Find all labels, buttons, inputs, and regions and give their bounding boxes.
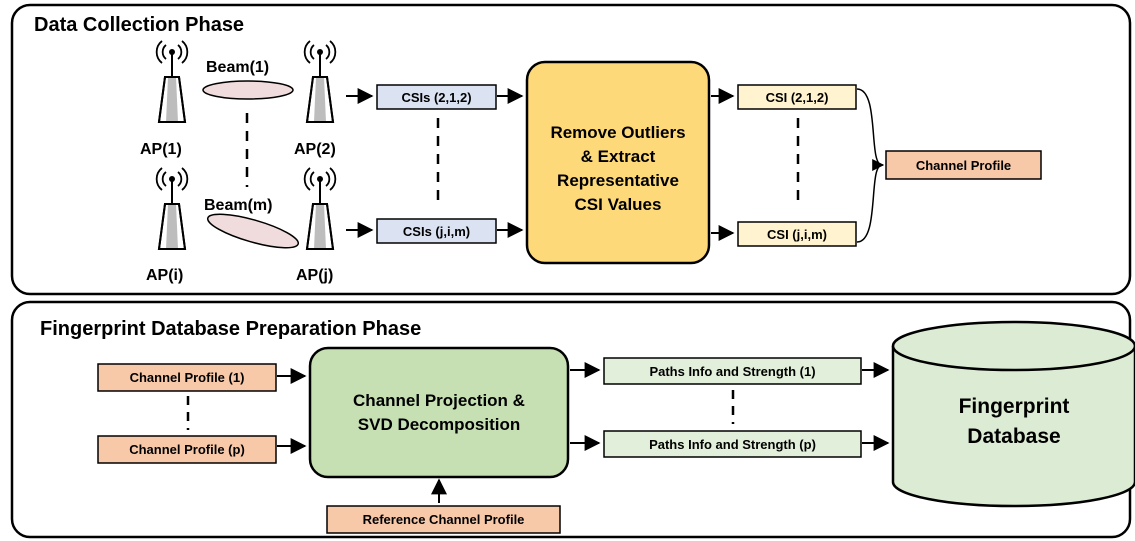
channel-profile-label: Channel Profile <box>916 158 1011 173</box>
paths-info-p-box: Paths Info and Strength (p) <box>603 430 862 458</box>
csi-box-2: CSI (j,i,m) <box>737 221 857 247</box>
process1-line-3: Representative <box>557 171 679 190</box>
csi-box-1: CSI (2,1,2) <box>737 84 857 110</box>
fingerprint-database-cylinder: Fingerprint Database <box>891 320 1135 508</box>
process2-line-2: SVD Decomposition <box>358 415 520 434</box>
process1-line-1: Remove Outliers <box>550 123 685 142</box>
paths-info-p-label: Paths Info and Strength (p) <box>649 437 816 452</box>
process2-line-1: Channel Projection & <box>353 391 525 410</box>
ap-2-label: AP(2) <box>294 141 336 158</box>
beam-1-label: Beam(1) <box>206 59 269 76</box>
paths-info-1-label: Paths Info and Strength (1) <box>649 364 815 379</box>
channel-profile-1-box: Channel Profile (1) <box>97 363 277 392</box>
reference-channel-profile-label: Reference Channel Profile <box>363 512 525 527</box>
data-collection-title: Data Collection Phase <box>34 14 244 36</box>
paths-info-1-box: Paths Info and Strength (1) <box>603 357 862 385</box>
channel-profile-p-label: Channel Profile (p) <box>129 442 245 457</box>
csis-box-2: CSIs (j,i,m) <box>376 218 497 244</box>
csis-box-1: CSIs (2,1,2) <box>376 84 497 110</box>
ap-1-label: AP(1) <box>140 141 182 158</box>
remove-outliers-box: Remove Outliers & Extract Representative… <box>525 60 711 265</box>
process1-line-2: & Extract <box>581 147 656 166</box>
database-line-1: Fingerprint <box>959 395 1070 418</box>
reference-channel-profile-box: Reference Channel Profile <box>326 505 561 534</box>
channel-profile-box: Channel Profile <box>885 150 1042 180</box>
beam-m-shape <box>206 213 300 249</box>
channel-profile-p-box: Channel Profile (p) <box>97 435 277 464</box>
csis-box-1-label: CSIs (2,1,2) <box>401 90 471 105</box>
database-line-2: Database <box>967 425 1060 448</box>
process1-line-4: CSI Values <box>575 195 662 214</box>
csi-box-1-label: CSI (2,1,2) <box>766 90 829 105</box>
ap-i-label: AP(i) <box>146 267 183 284</box>
csis-box-2-label: CSIs (j,i,m) <box>403 224 470 239</box>
beam-1-shape <box>202 80 294 100</box>
channel-projection-box: Channel Projection & SVD Decomposition <box>308 346 570 479</box>
beam-m-label: Beam(m) <box>204 197 272 214</box>
ap-j-label: AP(j) <box>296 267 333 284</box>
csi-box-2-label: CSI (j,i,m) <box>767 227 827 242</box>
fingerprint-db-title: Fingerprint Database Preparation Phase <box>40 318 421 340</box>
channel-profile-1-label: Channel Profile (1) <box>130 370 245 385</box>
